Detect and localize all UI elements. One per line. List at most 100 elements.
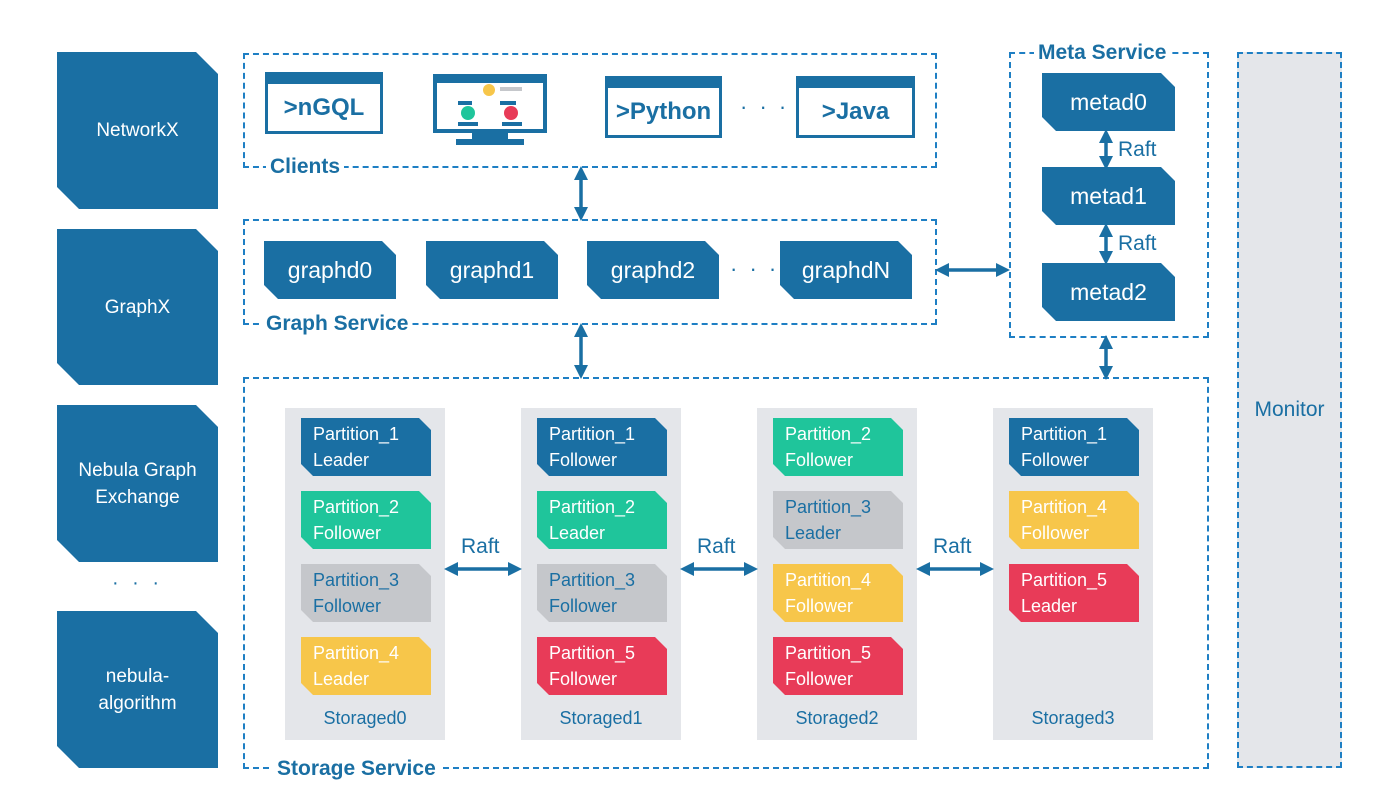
client-studio-monitor-icon <box>432 73 548 149</box>
client-label: >Java <box>821 98 890 125</box>
node-label: graphd2 <box>610 256 696 283</box>
clients-ellipsis: · · · <box>740 94 790 119</box>
node-label: graphd0 <box>287 256 373 283</box>
window-bar <box>799 79 912 88</box>
partition-id: Partition_4 <box>1021 497 1108 517</box>
partition-id: Partition_2 <box>313 497 400 517</box>
meta-raft-label: Raft <box>1118 232 1157 255</box>
partition-role: Leader <box>549 523 606 543</box>
monitor-panel: Monitor <box>1237 52 1342 768</box>
storage-raft-label: Raft <box>933 535 972 558</box>
tool-label: GraphX <box>104 296 171 318</box>
client-java: >Java <box>796 76 915 138</box>
storaged-label: Storaged1 <box>559 708 643 728</box>
storage-service-box <box>243 377 1209 769</box>
partition-id: Partition_1 <box>1021 424 1108 444</box>
tool-nebula-algorithm: nebula-algorithm <box>57 611 218 768</box>
tool-graphx: GraphX <box>57 229 218 385</box>
metad1-node: metad1 <box>1042 167 1175 225</box>
partition-role: Leader <box>1021 596 1078 616</box>
client-label: >nGQL <box>283 94 365 121</box>
graphd1-node: graphd1 <box>426 241 558 299</box>
partition-id: Partition_3 <box>549 570 636 590</box>
partition-role: Follower <box>785 669 854 689</box>
graphd2-node: graphd2 <box>587 241 719 299</box>
partition-role: Follower <box>549 596 618 616</box>
node-label: graphd1 <box>449 256 535 283</box>
meta-raft-label: Raft <box>1118 138 1157 161</box>
storage-raft-label: Raft <box>461 535 500 558</box>
tool-label: Nebula Graph Exchange <box>78 459 197 508</box>
storage-raft-label: Raft <box>697 535 736 558</box>
client-python: >Python <box>605 76 722 138</box>
metad2-node: metad2 <box>1042 263 1175 321</box>
partition-id: Partition_5 <box>1021 570 1108 590</box>
partition-role: Follower <box>785 450 854 470</box>
partition-id: Partition_4 <box>313 643 400 663</box>
meta-service-title: Meta Service <box>1034 41 1171 65</box>
partition-id: Partition_2 <box>549 497 636 517</box>
partition-role: Follower <box>313 523 382 543</box>
node-label: graphdN <box>801 256 891 283</box>
partition-role: Follower <box>549 669 618 689</box>
graph-service-title: Graph Service <box>262 312 413 336</box>
partition-role: Follower <box>785 596 854 616</box>
window-bar <box>608 79 719 88</box>
partition-id: Partition_5 <box>785 643 872 663</box>
partition-id: Partition_1 <box>313 424 400 444</box>
graph-ellipsis: · · · <box>730 256 780 281</box>
storaged-label: Storaged3 <box>1031 708 1115 728</box>
partition-role: Follower <box>549 450 618 470</box>
partition-id: Partition_2 <box>785 424 872 444</box>
partition-role: Leader <box>785 523 842 543</box>
node-label: metad2 <box>1070 278 1147 305</box>
partition-id: Partition_1 <box>549 424 636 444</box>
tool-networkx: NetworkX <box>57 52 218 209</box>
partition-role: Leader <box>313 450 370 470</box>
storaged-label: Storaged0 <box>323 708 407 728</box>
metad0-node: metad0 <box>1042 73 1175 131</box>
tools-ellipsis: · · · <box>111 572 164 594</box>
partition-role: Follower <box>1021 523 1090 543</box>
partition-id: Partition_4 <box>785 570 872 590</box>
monitor-label: Monitor <box>1254 398 1325 421</box>
partition-id: Partition_3 <box>313 570 400 590</box>
client-ngql: >nGQL <box>265 72 383 134</box>
client-label: >Python <box>615 98 712 125</box>
graphdN-node: graphdN <box>780 241 912 299</box>
clients-box <box>243 53 937 168</box>
storage-service-title: Storage Service <box>273 757 440 781</box>
tool-label: NetworkX <box>96 120 179 141</box>
graphd0-node: graphd0 <box>264 241 396 299</box>
tool-nebula-graph-exchange: Nebula Graph Exchange <box>57 405 218 562</box>
clients-title: Clients <box>266 155 345 179</box>
node-label: metad1 <box>1070 182 1147 209</box>
partition-role: Follower <box>313 596 382 616</box>
partition-id: Partition_3 <box>785 497 872 517</box>
partition-role: Follower <box>1021 450 1090 470</box>
window-bar <box>268 75 380 84</box>
storaged-label: Storaged2 <box>795 708 879 728</box>
node-label: metad0 <box>1070 88 1147 115</box>
partition-role: Leader <box>313 669 370 689</box>
partition-id: Partition_5 <box>549 643 636 663</box>
